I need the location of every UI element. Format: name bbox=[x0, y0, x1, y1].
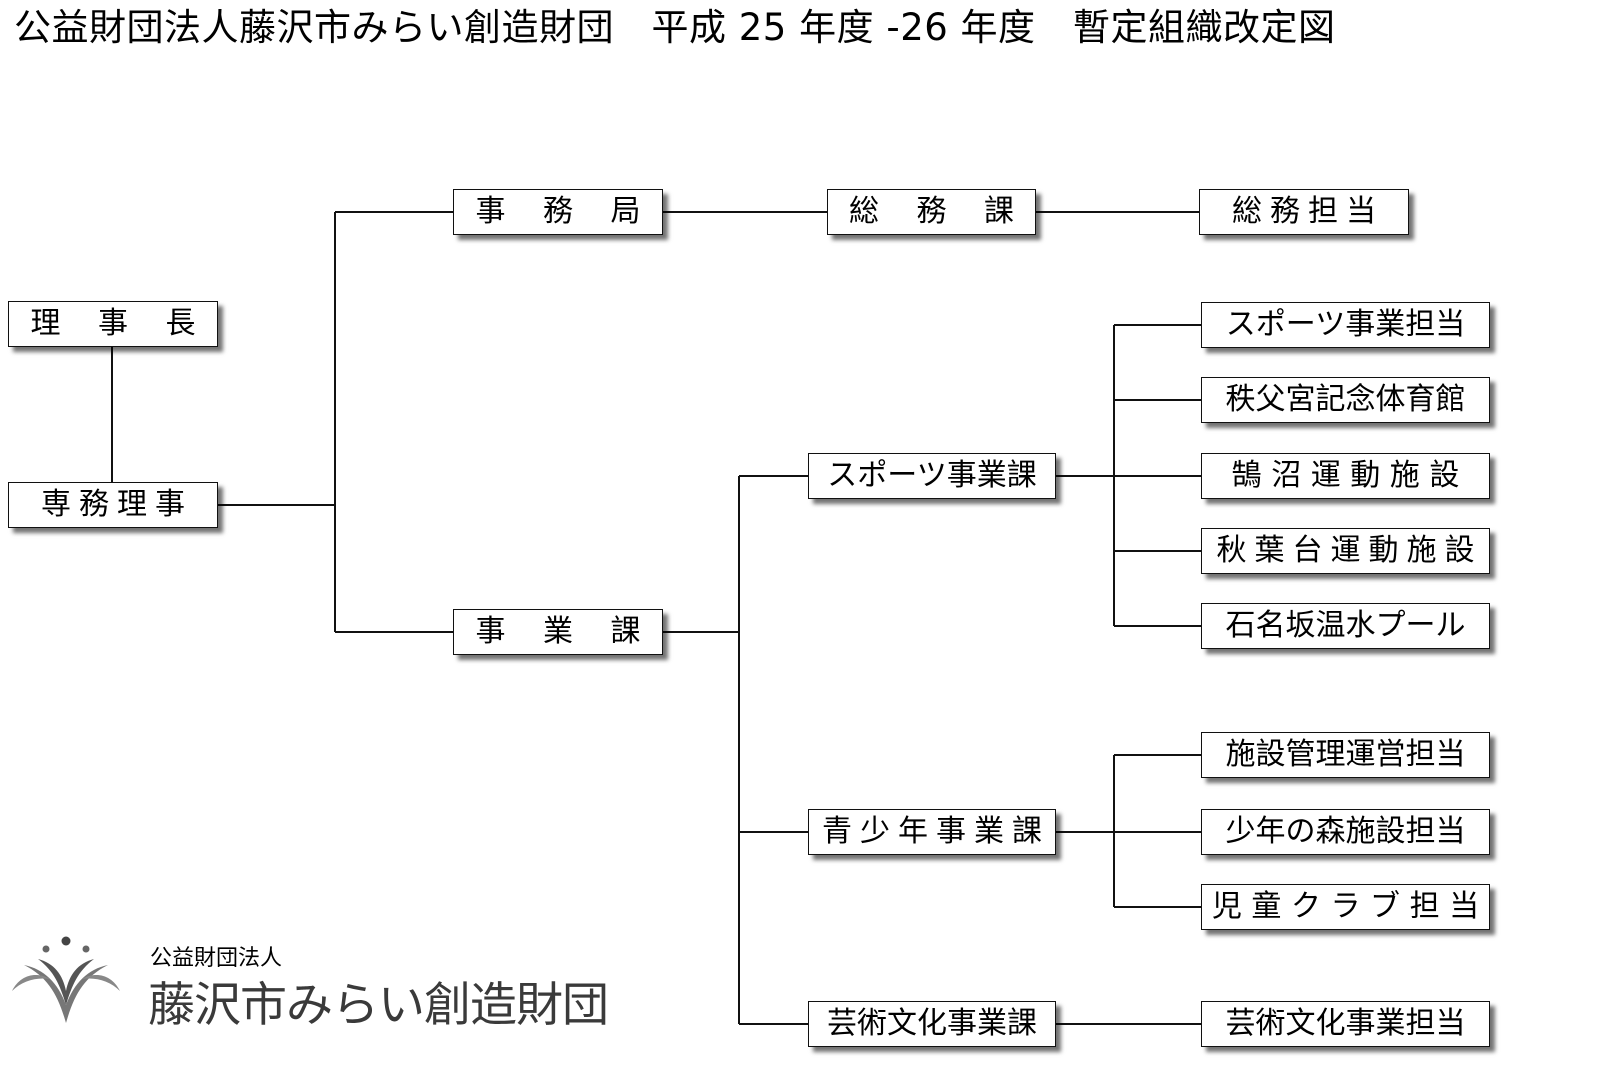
node-general-affairs-division: 総 務 課 bbox=[827, 189, 1036, 235]
node-business-division: 事 業 課 bbox=[453, 609, 663, 655]
logo-small-text: 公益財団法人 bbox=[150, 946, 283, 971]
node-children-club-staff: 児 童 ク ラ ブ 担 当 bbox=[1201, 884, 1490, 930]
node-secretariat: 事 務 局 bbox=[453, 189, 663, 235]
foundation-emblem-icon bbox=[12, 936, 120, 1023]
node-youth-division: 青少年事業課 bbox=[808, 809, 1056, 855]
node-managing-director: 専務理事 bbox=[8, 482, 218, 528]
node-general-affairs-staff: 総務担当 bbox=[1199, 189, 1409, 235]
foundation-logo: 公益財団法人 bbox=[10, 935, 650, 1035]
node-chichibunomiya-gym: 秩父宮記念体育館 bbox=[1201, 377, 1490, 423]
chart-title: 公益財団法人藤沢市みらい創造財団 平成 25 年度 -26 年度 暫定組織改定図 bbox=[14, 6, 1336, 49]
node-akibadai-facility: 秋葉台運動施設 bbox=[1201, 528, 1490, 574]
node-sports-staff: スポーツ事業担当 bbox=[1201, 302, 1490, 348]
logo-name: 藤沢市みらい創造財団 bbox=[148, 978, 609, 1033]
node-kugenuma-facility: 鵠 沼 運 動 施 設 bbox=[1201, 453, 1490, 499]
node-sports-division: スポーツ事業課 bbox=[808, 453, 1056, 499]
node-chairman: 理 事 長 bbox=[8, 301, 218, 347]
node-arts-staff: 芸術文化事業担当 bbox=[1201, 1001, 1490, 1047]
node-ishinazaka-pool: 石名坂温水プール bbox=[1201, 603, 1490, 649]
node-arts-division: 芸術文化事業課 bbox=[808, 1001, 1056, 1047]
node-facility-management-staff: 施設管理運営担当 bbox=[1201, 732, 1490, 778]
node-shonen-no-mori-staff: 少年の森施設担当 bbox=[1201, 809, 1490, 855]
